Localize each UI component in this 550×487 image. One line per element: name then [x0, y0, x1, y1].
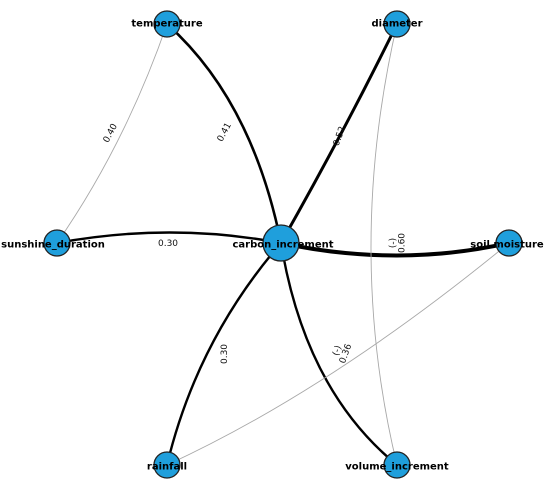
- edge-label-temperature-carbon_increment: 0.41: [216, 121, 234, 143]
- node-circle-rainfall: [153, 451, 181, 479]
- node-label-soil_moisture: soil moisture: [470, 240, 544, 251]
- node-circle-carbon_increment: [262, 224, 300, 262]
- node-carbon_increment: carbon_increment: [232, 224, 334, 262]
- edge-diameter-volume_increment: [370, 23, 398, 466]
- node-diameter: diameter: [371, 10, 423, 38]
- edge-rainfall-carbon_increment: [165, 241, 283, 467]
- node-label-rainfall: rainfall: [147, 462, 187, 473]
- node-circle-volume_increment: [383, 451, 411, 479]
- node-sunshine_duration: sunshine_duration: [1, 229, 105, 257]
- node-circle-sunshine_duration: [43, 229, 71, 257]
- edge-temperature-carbon_increment: [165, 22, 283, 245]
- edge-sunshine_duration-carbon_increment: [55, 231, 283, 245]
- node-label-diameter: diameter: [371, 19, 422, 30]
- edge-soil_moisture-rainfall: [166, 242, 510, 466]
- edge-temperature-sunshine_duration: [56, 23, 168, 244]
- edge-diameter-carbon_increment: [279, 22, 399, 245]
- node-label-volume_increment: volume_increment: [345, 462, 449, 473]
- nodes-layer: temperature diameter sunshine_duration carb…: [1, 10, 544, 479]
- node-label-sunshine_duration: sunshine_duration: [1, 240, 105, 251]
- node-circle-diameter: [383, 10, 411, 38]
- edges-layer: [55, 22, 511, 467]
- node-soil_moisture: soil moisture: [470, 229, 544, 257]
- edge-label-rainfall-carbon_increment: 0.30: [220, 344, 230, 364]
- edge-carbon_increment-soil_moisture: [279, 241, 511, 258]
- edge-label-sunshine_duration-carbon_increment: 0.30: [158, 239, 178, 249]
- node-rainfall: rainfall: [147, 451, 187, 479]
- edge-label-carbon_increment-soil_moisture: (-)0.60: [389, 233, 408, 253]
- node-volume_increment: volume_increment: [345, 451, 449, 479]
- edge-label-diameter-carbon_increment: 0.52: [332, 125, 348, 147]
- node-circle-soil_moisture: [495, 229, 523, 257]
- node-circle-temperature: [153, 10, 181, 38]
- node-label-carbon_increment: carbon_increment: [232, 240, 333, 251]
- node-label-temperature: temperature: [131, 19, 202, 30]
- edge-carbon_increment-volume_increment: [279, 241, 399, 467]
- node-temperature: temperature: [131, 10, 203, 38]
